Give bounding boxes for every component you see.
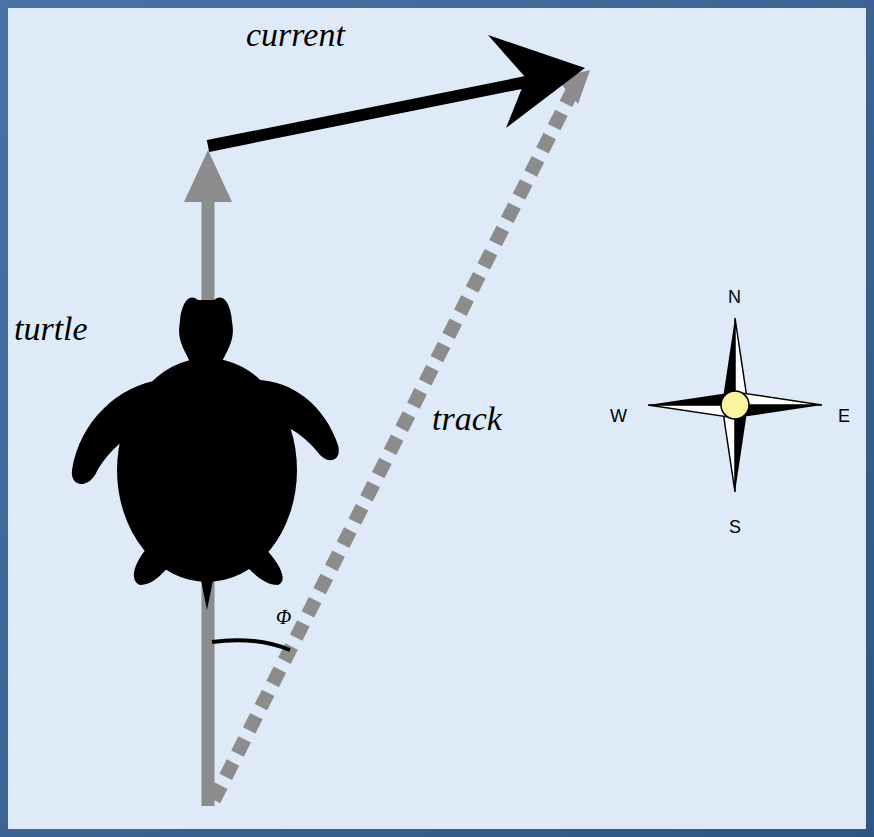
- turtle-silhouette: [72, 297, 339, 610]
- compass-rose: [648, 318, 822, 492]
- compass-letter: E: [838, 407, 850, 425]
- vector-label: turtle: [14, 312, 88, 346]
- compass-letter: S: [729, 518, 741, 536]
- current-arrowhead: [488, 35, 585, 128]
- compass-letter: N: [728, 288, 741, 306]
- current-arrow: [208, 76, 556, 146]
- compass-letter: W: [610, 407, 627, 425]
- vector-label: track: [432, 402, 502, 436]
- panel: [8, 8, 866, 829]
- vector-label: current: [246, 18, 345, 52]
- angle-label: Φ: [276, 607, 291, 627]
- angle-arc: [212, 640, 290, 650]
- heading-arrowhead: [184, 150, 232, 202]
